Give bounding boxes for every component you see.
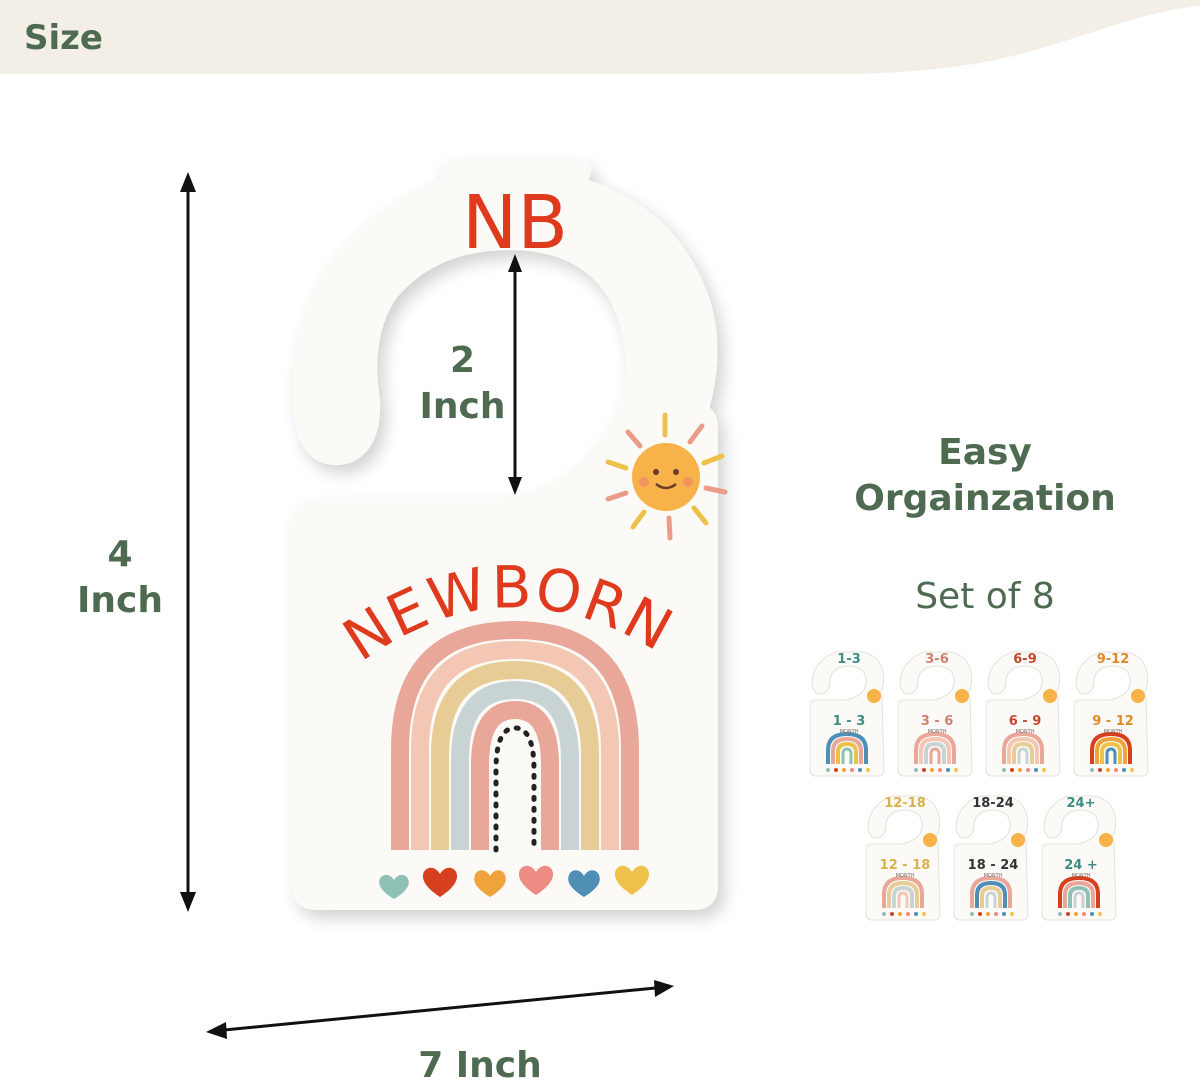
mini-hanger-body xyxy=(809,651,885,777)
height-label: 4 Inch xyxy=(60,532,180,624)
mini-hanger-top-label: 9-12 xyxy=(1096,652,1130,667)
width-label: 7 Inch xyxy=(418,1045,542,1086)
mini-hanger-size-label: 1 - 3 xyxy=(832,714,866,729)
set-label: Set of 8 xyxy=(915,576,1055,617)
mini-hanger-top-label: 12-18 xyxy=(884,796,926,811)
hole-value: 2 xyxy=(449,340,476,381)
mini-hanger-body xyxy=(865,795,941,921)
hole-unit: Inch xyxy=(419,386,506,427)
hearts-row xyxy=(379,865,650,899)
header-banner: Size xyxy=(0,0,1200,80)
mini-hanger-month-label: MONTH xyxy=(1071,873,1091,879)
mini-hanger-top-label: 24+ xyxy=(1066,796,1096,811)
mini-hanger-month-label: MONTH xyxy=(1103,729,1123,735)
side-title: Easy Orgainzation xyxy=(820,430,1150,522)
nb-label: NB xyxy=(462,180,568,266)
width-arrow xyxy=(206,980,674,1039)
mini-hanger-body xyxy=(1073,651,1149,777)
mini-hanger-body xyxy=(897,651,973,777)
size-divider-hanger: NB NEWBORN xyxy=(270,150,750,944)
mini-hanger-size-label: 6 - 9 xyxy=(1008,714,1042,729)
hole-arrow xyxy=(508,254,522,495)
height-value: 4 xyxy=(107,534,133,575)
height-arrow xyxy=(180,172,196,912)
page-title: Size xyxy=(24,18,103,58)
hole-label: 2 Inch xyxy=(405,338,520,430)
side-title-line2: Orgainzation xyxy=(854,478,1116,519)
mini-hanger: 24+ 24 +MONTH xyxy=(1038,790,1124,922)
banner-shape xyxy=(0,0,1200,74)
mini-hanger-month-label: MONTH xyxy=(1015,729,1035,735)
mini-hanger-body xyxy=(953,795,1029,921)
mini-hanger-body xyxy=(1041,795,1117,921)
mini-hanger-size-label: 18 - 24 xyxy=(967,858,1019,873)
mini-hanger-top-label: 3-6 xyxy=(925,652,949,667)
mini-hanger-size-label: 9 - 12 xyxy=(1092,714,1134,729)
sun-icon xyxy=(605,412,728,541)
mini-hanger-size-label: 3 - 6 xyxy=(920,714,954,729)
mini-hanger-month-label: MONTH xyxy=(983,873,1003,879)
mini-hanger-month-label: MONTH xyxy=(895,873,915,879)
height-unit: Inch xyxy=(77,580,163,621)
mini-hanger-size-label: 24 + xyxy=(1064,858,1098,873)
mini-hanger-month-label: MONTH xyxy=(927,729,947,735)
mini-hanger-size-label: 12 - 18 xyxy=(879,858,931,873)
mini-hanger-top-label: 6-9 xyxy=(1013,652,1037,667)
mini-hanger-month-label: MONTH xyxy=(839,729,859,735)
hanger-body: NB NEWBORN xyxy=(292,160,728,910)
rainbow-icon xyxy=(391,620,639,853)
mini-hanger-top-label: 18-24 xyxy=(972,796,1014,811)
side-title-line1: Easy xyxy=(938,432,1032,473)
mini-hanger-top-label: 1-3 xyxy=(837,652,861,667)
mini-hanger-body xyxy=(985,651,1061,777)
